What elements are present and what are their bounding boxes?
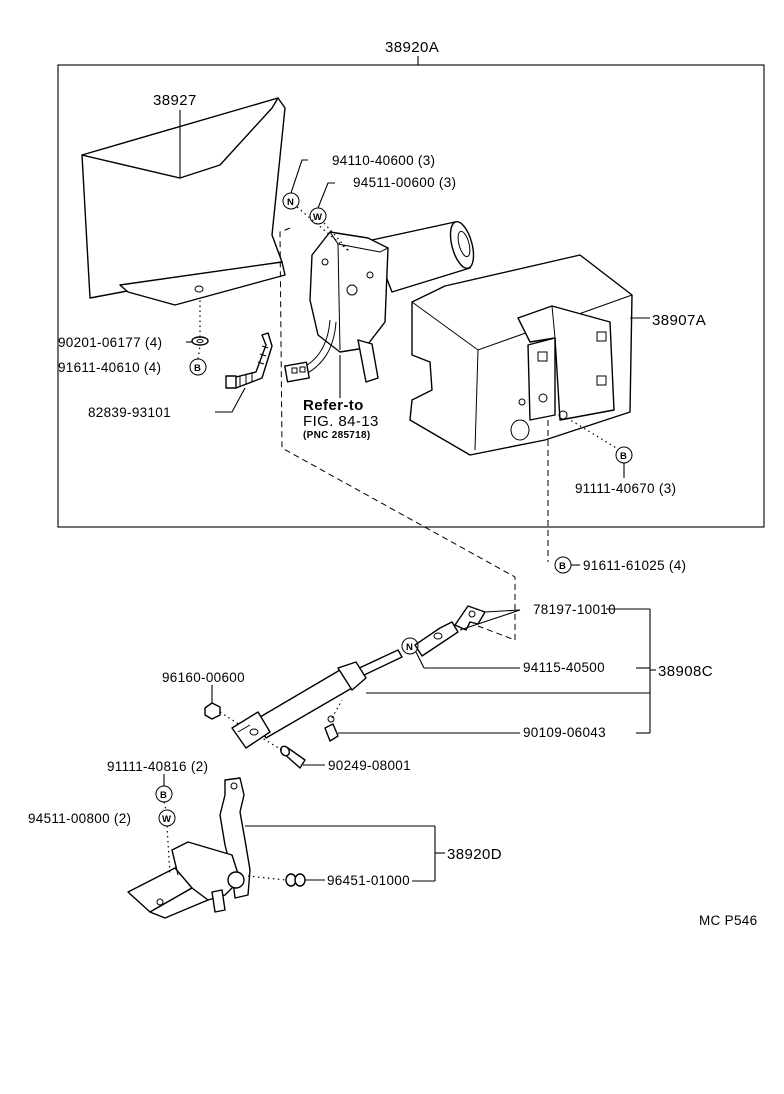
bracket-38920D <box>127 777 251 919</box>
cover-plate-38927 <box>81 97 286 306</box>
label-94511-00600: 94511-00600 (3) <box>353 175 456 190</box>
label-82839-93101: 82839-93101 <box>88 405 171 420</box>
label-91611-61025: 91611-61025 (4) <box>583 558 686 573</box>
nut-96160 <box>204 702 221 720</box>
bolt-symbol-91611-40610: B <box>189 358 207 376</box>
nut-symbol-94110: N <box>282 192 300 210</box>
label-96160-00600: 96160-00600 <box>162 670 245 685</box>
bolt-symbol-91111-40670: B <box>615 446 633 464</box>
bolt-symbol-91611-61025: B <box>554 556 572 574</box>
label-38920D: 38920D <box>447 846 502 863</box>
fitting-90109 <box>324 715 339 742</box>
label-90249-08001: 90249-08001 <box>328 758 411 773</box>
figure-reference: FIG. 84-13 <box>303 413 379 430</box>
case-38907A <box>409 254 633 456</box>
label-91611-40610: 91611-40610 (4) <box>58 360 161 375</box>
washer-90201 <box>191 336 209 346</box>
bolt-symbol-91111-40816: B <box>155 785 173 803</box>
svg-text:W: W <box>162 814 171 825</box>
label-38927: 38927 <box>153 92 197 109</box>
harness-82839 <box>225 332 273 389</box>
pnc-reference: (PNC 285718) <box>303 430 371 441</box>
svg-text:B: B <box>559 561 566 572</box>
label-91111-40816: 91111-40816 (2) <box>107 759 208 774</box>
label-78197-10010: 78197-10010 <box>533 602 616 617</box>
nut-symbol-94115: N <box>401 637 419 655</box>
bushing-96451 <box>285 873 306 887</box>
assembly-frame-38920A <box>57 56 765 528</box>
svg-text:N: N <box>287 197 294 208</box>
label-38907A: 38907A <box>652 312 706 329</box>
washer-symbol-94511-06: W <box>309 207 327 225</box>
washer-symbol-94511-08: W <box>158 809 176 827</box>
actuator-motor <box>284 220 475 383</box>
page-code: MC P546 <box>699 913 757 928</box>
label-90201-06177: 90201-06177 (4) <box>58 335 162 350</box>
label-94115-40500: 94115-40500 <box>523 660 605 675</box>
label-38908C: 38908C <box>658 663 713 680</box>
label-90109-06043: 90109-06043 <box>523 725 606 740</box>
label-91111-40670: 91111-40670 (3) <box>575 481 676 496</box>
svg-text:B: B <box>620 451 627 462</box>
label-96451-01000: 96451-01000 <box>327 873 410 888</box>
pin-90249 <box>279 745 306 769</box>
label-94110-40600: 94110-40600 (3) <box>332 153 435 168</box>
refer-to-label: Refer-to <box>303 397 364 414</box>
svg-text:B: B <box>194 363 201 374</box>
svg-text:N: N <box>406 642 413 653</box>
label-94511-00800: 94511-00800 (2) <box>28 811 131 826</box>
svg-text:W: W <box>313 212 322 223</box>
svg-text:B: B <box>160 790 167 801</box>
actuator-rod-38908C: N <box>231 605 486 749</box>
label-38920A: 38920A <box>385 39 439 56</box>
